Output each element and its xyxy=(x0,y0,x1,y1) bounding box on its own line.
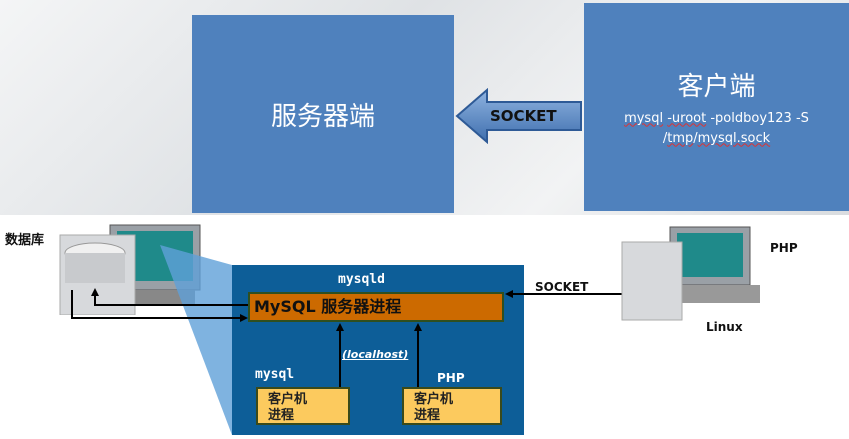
zoom-wedge xyxy=(160,245,232,435)
socket-arrow-label: SOCKET xyxy=(490,107,557,125)
client-title: 客户端 xyxy=(677,71,756,102)
database-label: 数据库 xyxy=(5,233,45,248)
mysql-server-process: MySQL 服务器进程 xyxy=(248,292,504,322)
php-client-process: 客户机进程 xyxy=(402,387,502,425)
php-label: PHP xyxy=(770,241,798,255)
linux-computer-icon xyxy=(621,226,760,321)
mysqld-label: mysqld xyxy=(338,272,385,287)
cmd-user: -uroot xyxy=(667,110,707,126)
server-label: 服务器端 xyxy=(270,101,375,132)
mysql-client-process: 客户机进程 xyxy=(256,387,350,425)
cmd-password-socket: -poldboy123 -S xyxy=(710,110,809,126)
mysql-client-label: mysql xyxy=(255,367,295,382)
socket-label: SOCKET xyxy=(535,280,589,294)
php-client-label: PHP xyxy=(437,371,465,385)
client-box: 客户端 mysql -uroot -poldboy123 -S /tmp/mys… xyxy=(584,3,849,211)
socket-arrow-icon xyxy=(455,88,582,144)
server-box: 服务器端 xyxy=(192,15,454,213)
cmd-mysql: mysql xyxy=(624,110,664,126)
client-command: mysql -uroot -poldboy123 -S /tmp/mysql.s… xyxy=(624,110,809,146)
linux-label: Linux xyxy=(706,320,743,334)
localhost-label: (localhost) xyxy=(342,348,409,361)
